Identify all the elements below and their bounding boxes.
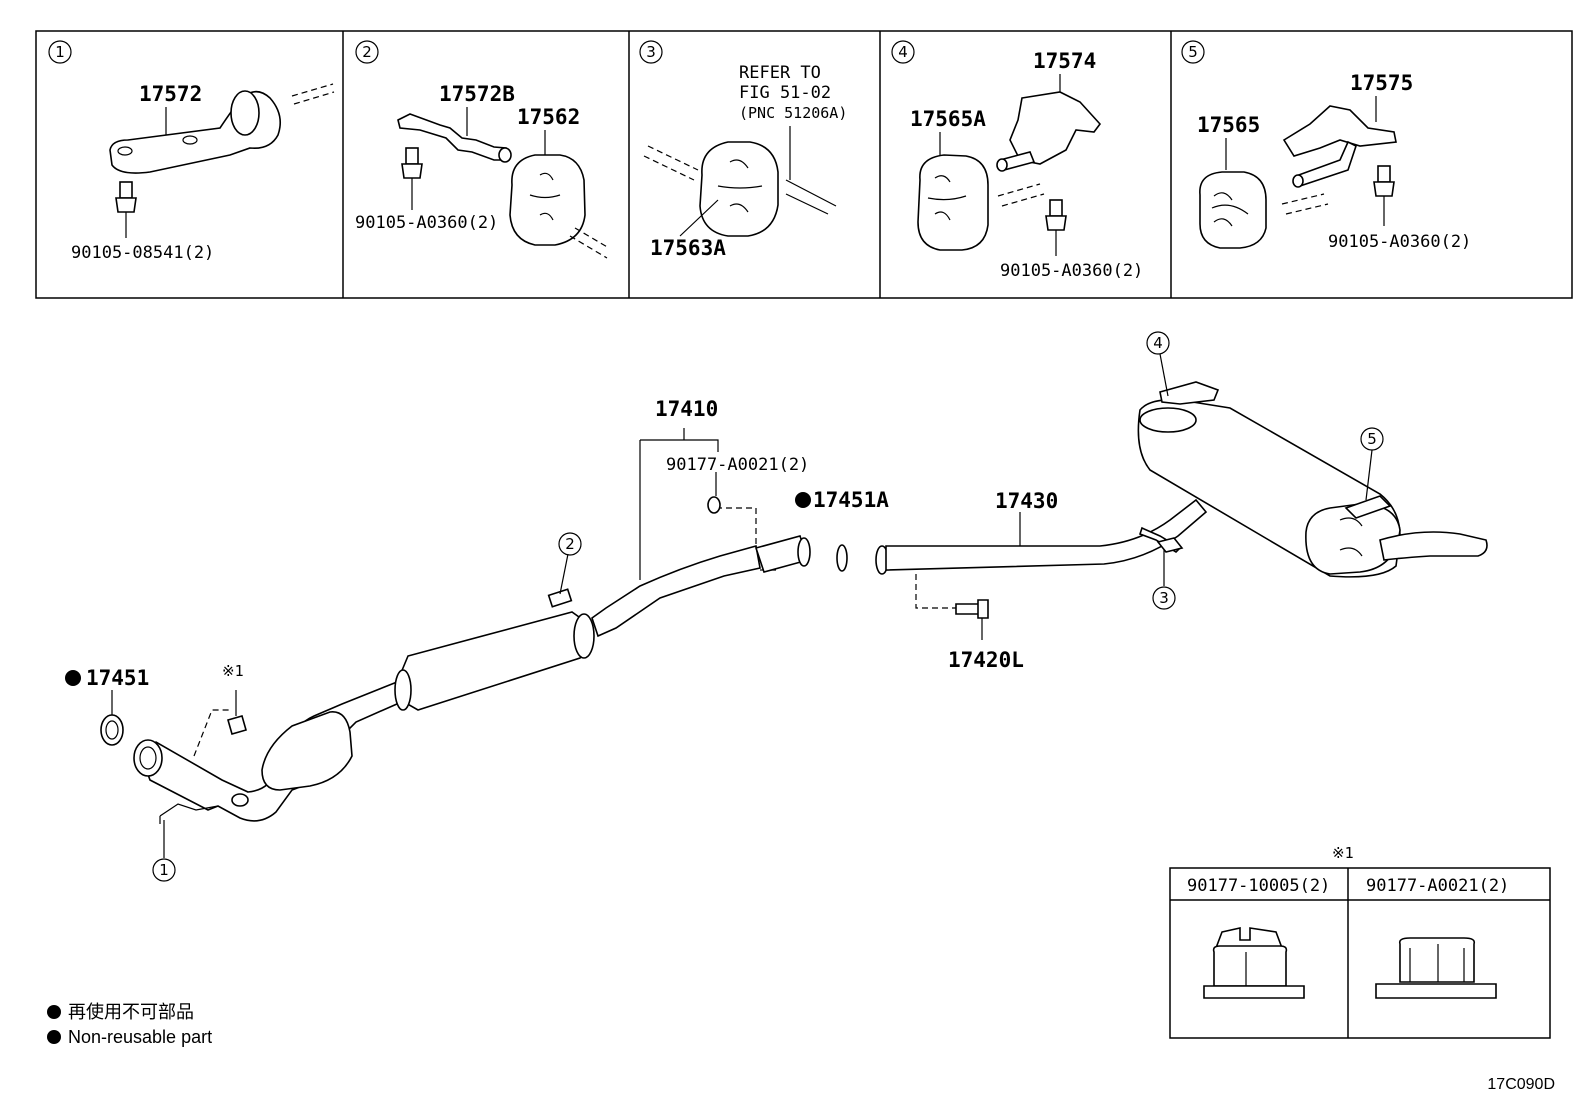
hanger-rubber-17565: [1199, 171, 1267, 249]
tail-pipe-17430: [885, 498, 1208, 571]
nut-ref-icon: [227, 715, 247, 735]
label-17430: 17430: [995, 489, 1058, 513]
label-17451A: 17451A: [813, 488, 889, 512]
exhaust-tip: [1379, 531, 1488, 561]
legend: 再使用不可部品 Non-reusable part: [47, 1002, 212, 1047]
non-reusable-dot-17451A: [795, 492, 811, 508]
hanger-rubber-17563A: [699, 141, 779, 237]
inset-panel-2: 2 17572B 17562 90105-A0360(2): [355, 40, 610, 259]
callout-4: 4: [1146, 331, 1170, 355]
label-90105-A0360-p2: 90105-A0360(2): [355, 213, 498, 233]
panel-4-number: 4: [898, 43, 908, 61]
svg-text:1: 1: [159, 861, 169, 879]
nut-table-mark: ※1: [1332, 844, 1354, 862]
svg-text:5: 5: [1367, 430, 1377, 448]
main-assembly: 17410 90177-A0021(2) 17451A 17430 17420L…: [65, 331, 1488, 882]
nut-table-col2: 90177-A0021(2): [1366, 876, 1509, 896]
refer-note-line3: (PNC 51206A): [739, 104, 847, 122]
label-17574: 17574: [1033, 49, 1096, 73]
panel-3-number: 3: [646, 43, 656, 61]
callout-1: 1: [152, 858, 176, 882]
legend-en: Non-reusable part: [68, 1027, 212, 1047]
hanger-rubber-17562: [509, 154, 586, 246]
label-17572: 17572: [139, 82, 202, 106]
svg-text:4: 4: [1153, 334, 1163, 352]
refer-note-line1: REFER TO: [739, 63, 821, 83]
label-ref-mark: ※1: [222, 662, 244, 680]
bolt-icon: [1049, 199, 1063, 217]
callout-5: 5: [1360, 427, 1384, 451]
gasket-17451A: [836, 544, 848, 572]
legend-jp: 再使用不可部品: [68, 1002, 194, 1022]
label-17572B: 17572B: [439, 82, 515, 106]
label-90105-08541: 90105-08541(2): [71, 243, 214, 263]
label-90105-A0360-p5: 90105-A0360(2): [1328, 232, 1471, 252]
bracket-17575: [1282, 105, 1397, 157]
label-17451: 17451: [86, 666, 149, 690]
non-reusable-dot-17451: [65, 670, 81, 686]
label-17410: 17410: [655, 397, 718, 421]
bolt-icon: [405, 147, 419, 165]
label-90177-A0021: 90177-A0021(2): [666, 455, 809, 475]
figure-code: 17C090D: [1487, 1076, 1555, 1093]
inset-frame: [35, 30, 1573, 299]
bushing-icon: [230, 90, 260, 136]
inset-panel-5: 5 17575 17565 90105-A0360(2): [1181, 40, 1471, 252]
callout-3: 3: [1152, 586, 1176, 610]
inset-panel-4: 4 17574 17565A 90105-A0360(2): [891, 40, 1143, 281]
panel-2-number: 2: [362, 43, 372, 61]
label-17565: 17565: [1197, 113, 1260, 137]
catalytic-converter: [261, 711, 353, 791]
nut-icon: [707, 496, 721, 514]
label-17565A: 17565A: [910, 107, 986, 131]
slotted-nut-icon: [1203, 927, 1305, 999]
front-flange: [133, 739, 163, 777]
panel-1-number: 1: [55, 43, 65, 61]
center-muffler: [397, 611, 593, 711]
bolt-icon: [1377, 165, 1391, 183]
label-90105-A0360-p4: 90105-A0360(2): [1000, 261, 1143, 281]
gasket-17451: [100, 714, 124, 746]
label-17563A: 17563A: [650, 236, 726, 260]
flange-nut-icon: [1375, 937, 1497, 999]
bracket-17574: [1009, 91, 1102, 165]
middle-pipe: [591, 544, 761, 638]
panel-5-number: 5: [1188, 43, 1198, 61]
nut-table: ※1 90177-10005(2) 90177-A0021(2): [1169, 844, 1551, 1039]
label-17420L: 17420L: [948, 648, 1024, 672]
inset-panels: 1 17572 90105-08541(2) 2 17572B 17562: [35, 30, 1573, 299]
refer-note-line2: FIG 51-02: [739, 83, 831, 103]
nut-table-col1: 90177-10005(2): [1187, 876, 1330, 896]
label-17562: 17562: [517, 105, 580, 129]
svg-text:2: 2: [565, 535, 575, 553]
inset-panel-1: 1 17572 90105-08541(2): [48, 40, 335, 263]
bolt-17420L-icon: [955, 603, 981, 615]
label-17575: 17575: [1350, 71, 1413, 95]
hanger-rubber-17565A: [917, 154, 989, 251]
callout-2: 2: [558, 532, 582, 556]
inset-panel-3: 3 REFER TO FIG 51-02 (PNC 51206A) 17563A: [639, 40, 847, 260]
bolt-icon: [119, 181, 133, 199]
svg-text:3: 3: [1159, 589, 1169, 607]
